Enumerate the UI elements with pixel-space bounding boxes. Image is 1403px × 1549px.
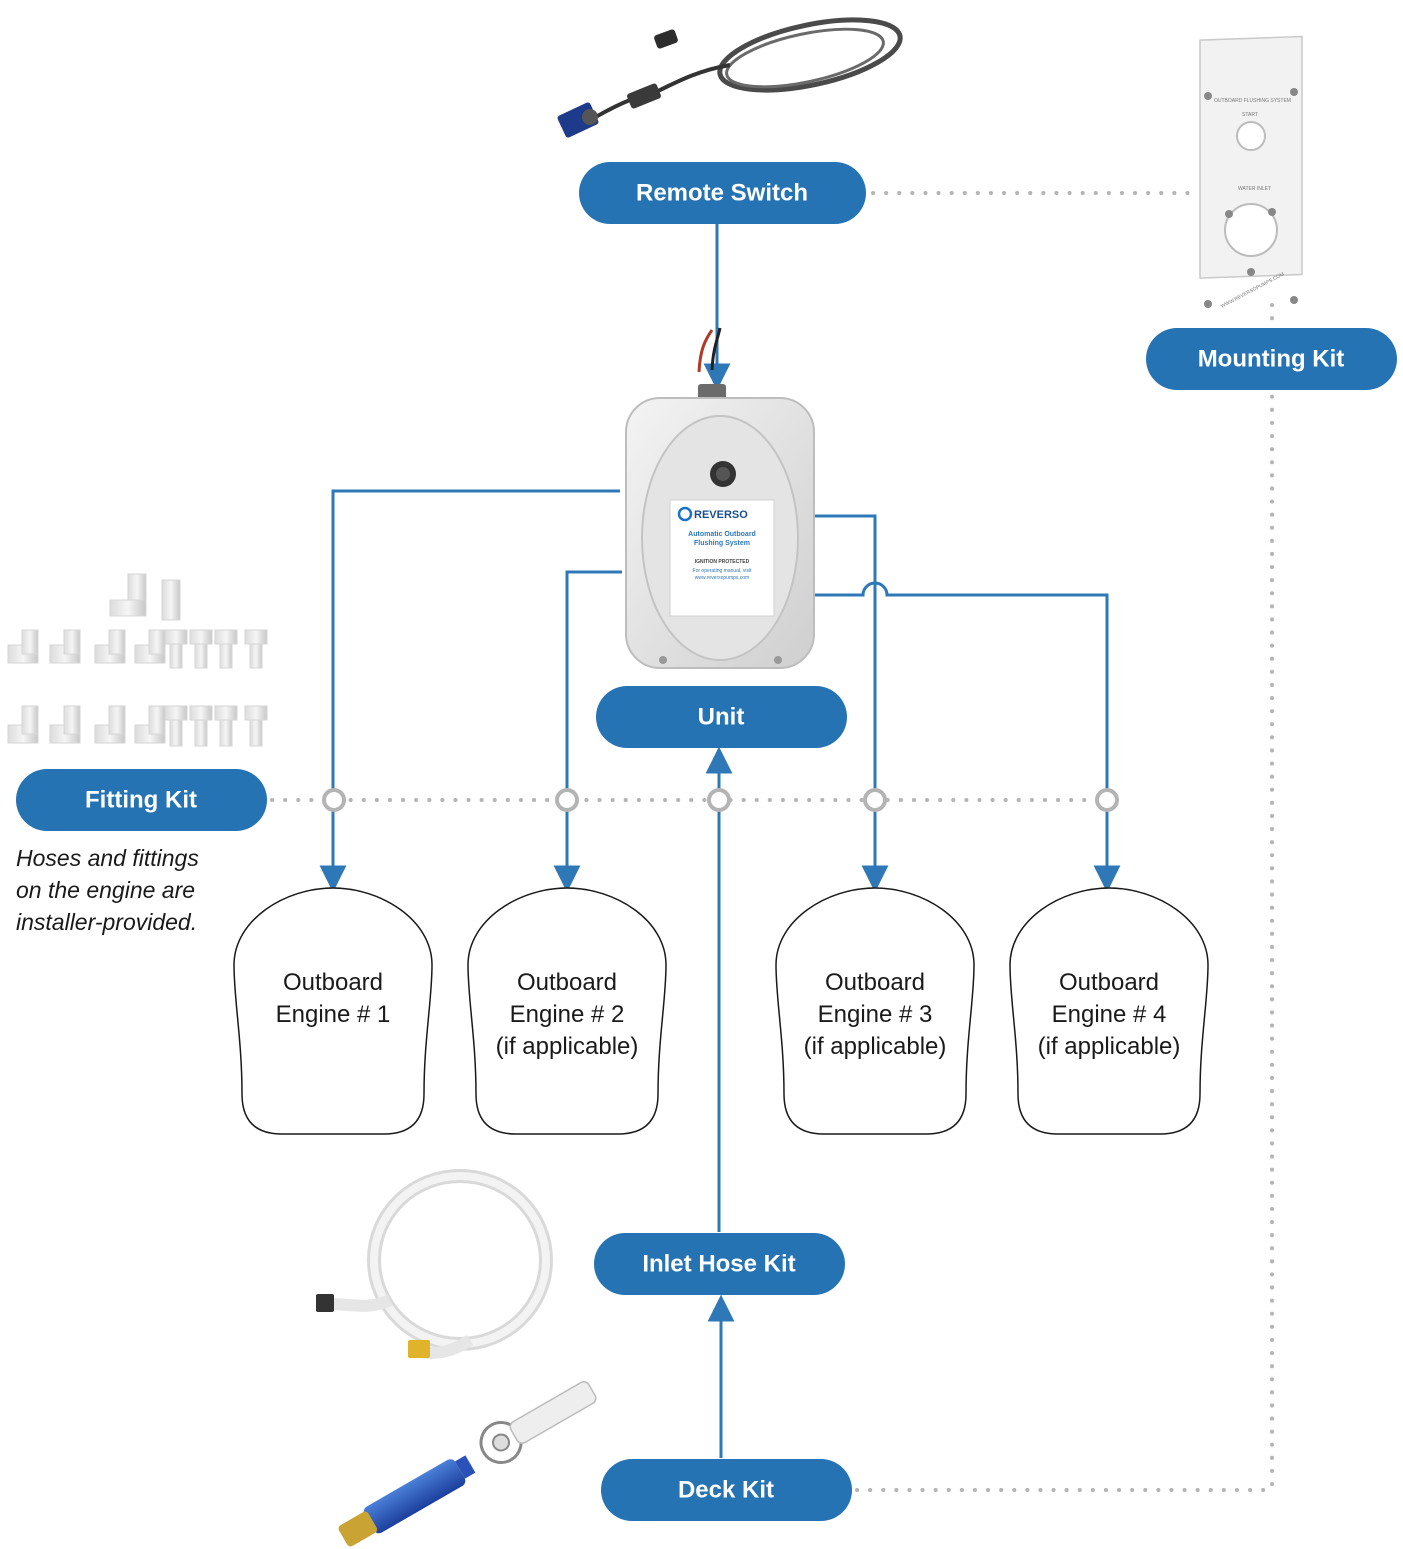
- junction-engine-3: [863, 788, 887, 812]
- junction-engine-1: [322, 788, 346, 812]
- blue-connectors: [319, 224, 1121, 1458]
- mounting-kit-pill[interactable]: Mounting Kit: [1146, 328, 1397, 390]
- engine-4-line-1: Outboard: [1059, 969, 1159, 996]
- unit-line-2: Flushing System: [694, 540, 750, 547]
- unit-small-2: For operating manual, visit: [693, 568, 753, 574]
- junction-engine-2: [555, 788, 579, 812]
- fitting-kit-pill[interactable]: Fitting Kit: [16, 769, 267, 831]
- deck-kit-label: Deck Kit: [678, 1477, 774, 1504]
- mounting-plate-image: OUTBOARD FLUSHING SYSTEM START WATER INL…: [1199, 35, 1303, 310]
- unit-small-3: www.reversopumps.com: [695, 575, 749, 581]
- unit-pill[interactable]: Unit: [596, 686, 847, 748]
- engine-4[interactable]: Outboard Engine # 4 (if applicable): [1009, 887, 1209, 1135]
- fittings-row-1: [7, 629, 268, 669]
- deck-kit-pill[interactable]: Deck Kit: [601, 1459, 852, 1521]
- fittings-top: [109, 573, 181, 621]
- fitting-kit-note: Hoses and fittings on the engine are ins…: [16, 842, 256, 938]
- inlet-hose-image: [316, 1169, 553, 1359]
- mounting-kit-label: Mounting Kit: [1198, 346, 1345, 373]
- connector-unit-to-engine-2: [553, 570, 622, 893]
- engine-2-line-3: (if applicable): [496, 1033, 639, 1060]
- engine-4-line-3: (if applicable): [1038, 1033, 1181, 1060]
- fitting-note-line-3: installer-provided.: [16, 909, 198, 935]
- engine-3[interactable]: Outboard Engine # 3 (if applicable): [775, 887, 975, 1135]
- unit-line-1: Automatic Outboard: [688, 531, 756, 538]
- dotted-connections: [270, 191, 1274, 1492]
- junction-circles: [322, 788, 1119, 812]
- mounting-plate-start-text: START: [1242, 112, 1258, 118]
- engine-1-line-2: Engine # 1: [276, 1001, 391, 1028]
- fitting-kit-label: Fitting Kit: [85, 787, 197, 814]
- inlet-hose-kit-pill[interactable]: Inlet Hose Kit: [594, 1233, 845, 1295]
- remote-switch-image: [557, 17, 903, 138]
- fitting-note-line-2: on the engine are: [16, 877, 196, 903]
- engine-3-line-3: (if applicable): [804, 1033, 947, 1060]
- inlet-hose-kit-label: Inlet Hose Kit: [642, 1251, 795, 1278]
- unit-label: Unit: [698, 704, 745, 731]
- remote-switch-pill[interactable]: Remote Switch: [579, 162, 866, 224]
- junction-engine-4: [1095, 788, 1119, 812]
- connector-unit-to-engine-4: [810, 581, 1121, 893]
- fittings-row-2: [7, 705, 268, 747]
- engines: Outboard Engine # 1 Outboard Engine # 2 …: [233, 887, 1209, 1135]
- engine-4-line-2: Engine # 4: [1052, 1001, 1167, 1028]
- mounting-plate-header-text: OUTBOARD FLUSHING SYSTEM: [1214, 98, 1291, 104]
- engine-2[interactable]: Outboard Engine # 2 (if applicable): [467, 887, 667, 1135]
- engine-1[interactable]: Outboard Engine # 1: [233, 887, 433, 1135]
- connector-unit-to-engine-3: [806, 514, 889, 893]
- connector-unit-to-engine-1: [319, 489, 620, 893]
- fittings-image: [7, 573, 268, 747]
- remote-switch-label: Remote Switch: [636, 180, 808, 207]
- engine-1-line-1: Outboard: [283, 969, 383, 996]
- engine-3-line-1: Outboard: [825, 969, 925, 996]
- unit-small-1: IGNITION PROTECTED: [695, 559, 750, 565]
- mounting-plate-water-inlet-text: WATER INLET: [1238, 186, 1271, 192]
- unit-brand-text: REVERSO: [694, 509, 748, 521]
- unit-image: REVERSO Automatic Outboard Flushing Syst…: [625, 327, 815, 669]
- engine-2-line-1: Outboard: [517, 969, 617, 996]
- engine-2-line-2: Engine # 2: [510, 1001, 625, 1028]
- fitting-note-line-1: Hoses and fittings: [16, 845, 199, 871]
- engine-3-line-2: Engine # 3: [818, 1001, 933, 1028]
- junction-unit: [707, 788, 731, 812]
- deck-kit-image: [338, 1381, 597, 1547]
